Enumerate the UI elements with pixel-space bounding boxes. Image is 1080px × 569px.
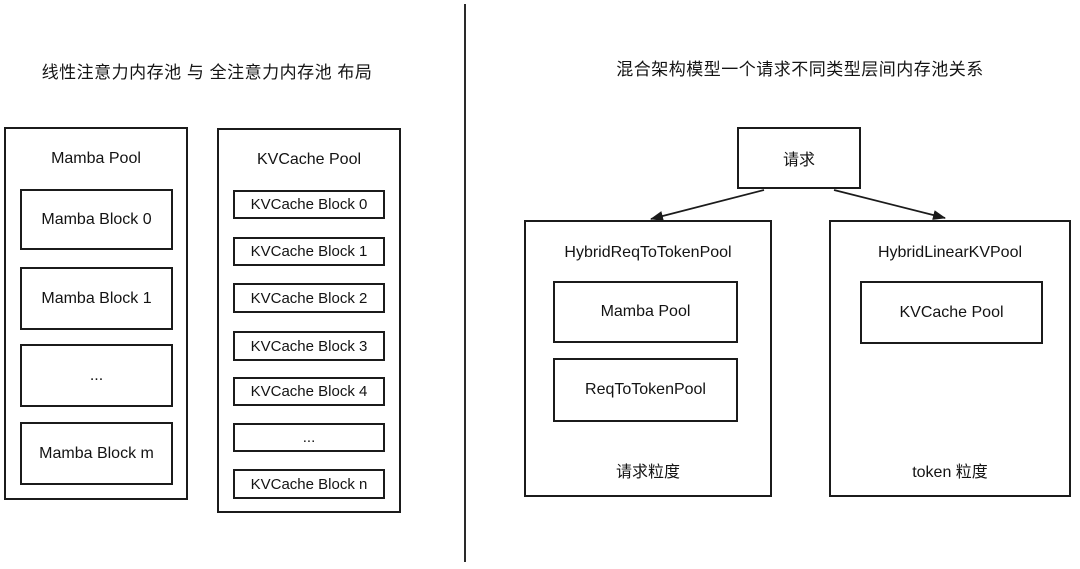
kvcache-pool-box: KVCache Pool KVCache Block 0 KVCache Blo…: [217, 128, 401, 513]
request-to-kvpool-arrow: [833, 189, 946, 220]
mamba-pool-box: Mamba Pool Mamba Block 0 Mamba Block 1 .…: [4, 127, 188, 500]
mamba-block-ellipsis: ...: [20, 344, 173, 407]
kvcache-block-0: KVCache Block 0: [233, 190, 385, 219]
left-panel-title: 线性注意力内存池 与 全注意力内存池 布局: [41, 63, 373, 82]
request-box: 请求: [737, 127, 861, 189]
inner-req-to-token-pool-box: ReqToTokenPool: [553, 358, 738, 422]
kvcache-block-4: KVCache Block 4: [233, 377, 385, 406]
mamba-block-1: Mamba Block 1: [20, 267, 173, 330]
kvcache-block-1: KVCache Block 1: [233, 237, 385, 266]
request-granularity-label: 请求粒度: [615, 464, 680, 481]
kvcache-block-2: KVCache Block 2: [233, 283, 385, 313]
mamba-pool-title: Mamba Pool: [51, 150, 141, 167]
hybrid-req-to-token-pool-box: HybridReqToTokenPool Mamba Pool ReqToTok…: [524, 220, 772, 497]
token-granularity-label: token 粒度: [912, 464, 988, 481]
mamba-block-0: Mamba Block 0: [20, 189, 173, 250]
kvcache-block-n: KVCache Block n: [233, 469, 385, 499]
panel-divider: [464, 4, 466, 562]
kvcache-block-3: KVCache Block 3: [233, 331, 385, 361]
kvcache-block-ellipsis: ...: [233, 423, 385, 452]
request-to-reqpool-arrow: [650, 189, 765, 221]
hybrid-linear-kv-pool-title: HybridLinearKVPool: [877, 244, 1023, 261]
inner-kvcache-pool-box: KVCache Pool: [860, 281, 1043, 344]
inner-mamba-pool-box: Mamba Pool: [553, 281, 738, 343]
kvcache-pool-title: KVCache Pool: [256, 151, 362, 168]
hybrid-req-to-token-pool-title: HybridReqToTokenPool: [564, 244, 732, 261]
hybrid-linear-kv-pool-box: HybridLinearKVPool KVCache Pool token 粒度: [829, 220, 1071, 497]
right-panel-title: 混合架构模型一个请求不同类型层间内存池关系: [616, 60, 984, 79]
mamba-block-m: Mamba Block m: [20, 422, 173, 485]
